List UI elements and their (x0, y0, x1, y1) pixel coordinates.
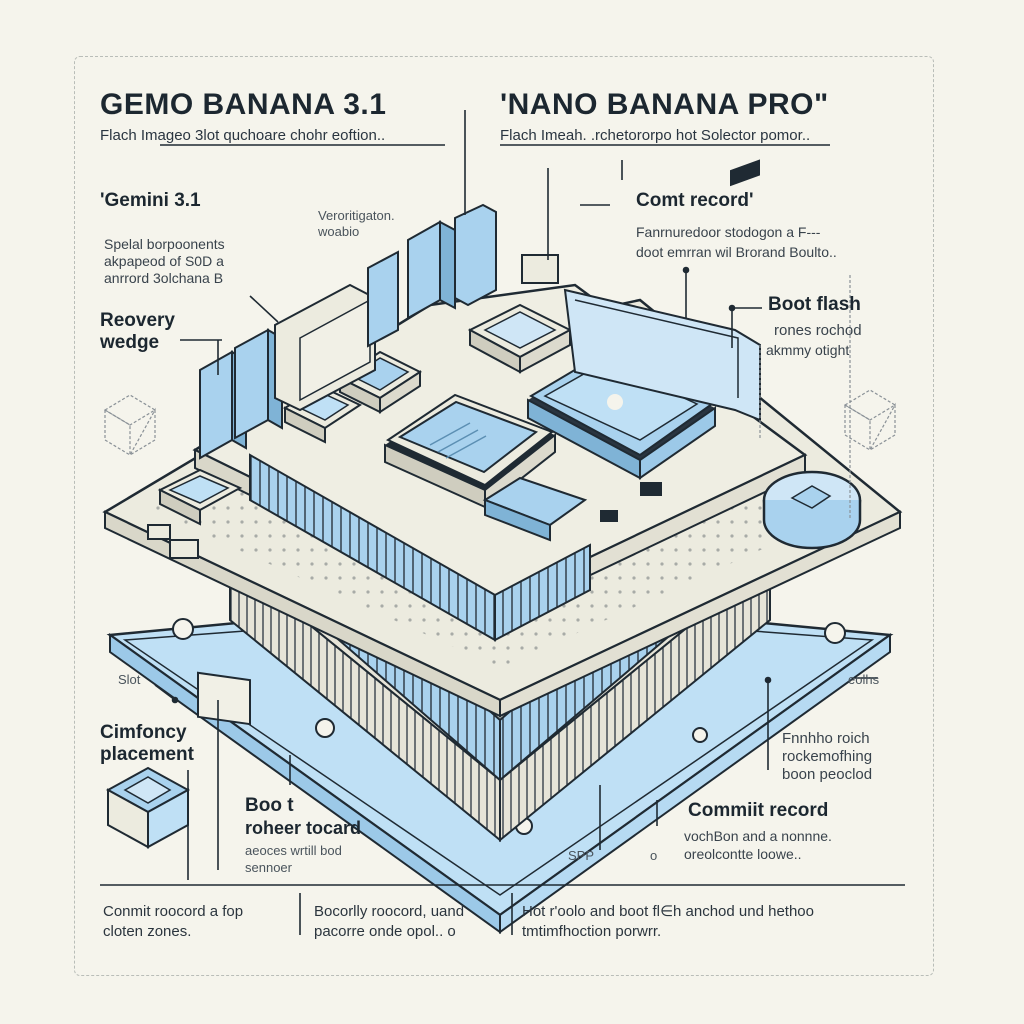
left-slot-modules (199, 203, 497, 460)
slot-right-label: eolhs (848, 672, 880, 687)
footer-col1-line-2: cloten zones. (103, 923, 192, 940)
flash-right-line-2: rockemofhing (782, 748, 873, 765)
right-title: 'NANO BANANA PRO" (500, 88, 829, 121)
gemini-callout-title: 'Gemini 3.1 (100, 190, 201, 211)
boot-t-title: Boo t (245, 795, 294, 816)
boot-t-line-2: sennoer (245, 860, 292, 875)
footer-col2-line-2: pacorre onde opol.. o (314, 923, 456, 940)
leader-lines (100, 110, 905, 935)
left-title: GEMO BANANA 3.1 (100, 88, 387, 121)
footer-col2-line-1: Bocorlly roocord, uand (314, 903, 465, 920)
recovery-wedge-label: Reovery wedge (100, 310, 175, 353)
central-processor-chip (384, 393, 556, 510)
gemini-line-1: Spelal borpoonents (104, 236, 225, 252)
slot-left-label: Slot (118, 672, 141, 687)
spp-label: SPP (568, 848, 595, 863)
small-chips (147, 159, 760, 559)
gemini-line-3: anrrord 3olchana B (104, 270, 224, 286)
flash-right-line-1: Fnnhho roich (782, 730, 870, 747)
left-subtitle: Flach Imageo 3lot quchoare chohr eoftion… (100, 127, 386, 144)
boot-t-line-1: aeoces wrtill bod (245, 843, 342, 858)
comt-record-title: Comt record' (636, 190, 754, 211)
commit-record-title: Commiit record (688, 800, 829, 821)
right-subtitle: Flach Imeah. .rchetororpo hot Solector p… (500, 127, 811, 144)
boot-t-title-2: roheer tocard (245, 818, 362, 838)
commit-record-line-1: vochBon and a nonnne. (684, 828, 832, 844)
boot-flash-line-1: rones rochod (774, 322, 862, 339)
comt-record-line-1: Fanrnuredoor stodogon a F--- (636, 224, 821, 240)
verification-line-2: woabio (318, 224, 360, 239)
footer-col3-line-2: tmtimfhoction porwrr. (522, 923, 662, 940)
boot-flash-line-2: akmmy otight (766, 342, 850, 358)
verification-line-1: Veroritigaton. (318, 208, 395, 223)
right-rail (521, 254, 862, 550)
blue-chip-right (527, 350, 716, 480)
wireframe-cubes (103, 275, 897, 520)
cimfoncy-placement-label: Cimfoncy placement (100, 722, 194, 765)
flash-right-line-3: boon peoclod (782, 766, 873, 783)
placement-module (105, 671, 251, 849)
spp-suffix: o (650, 848, 658, 863)
footer-col1-line-1: Conmit roocord a fop (103, 903, 244, 920)
footer-col3-line-1: Hot r'oolo and boot fl∈h anchod und heth… (522, 903, 814, 920)
commit-record-line-2: oreolcontte loowe.. (684, 846, 802, 862)
comt-record-line-2: doot emrran wil Brorand Boulto.. (636, 244, 837, 260)
diagram-frame (74, 56, 934, 976)
gemini-line-2: akpapeod of S0D a (104, 253, 224, 269)
boot-flash-title: Boot flash (768, 294, 861, 315)
